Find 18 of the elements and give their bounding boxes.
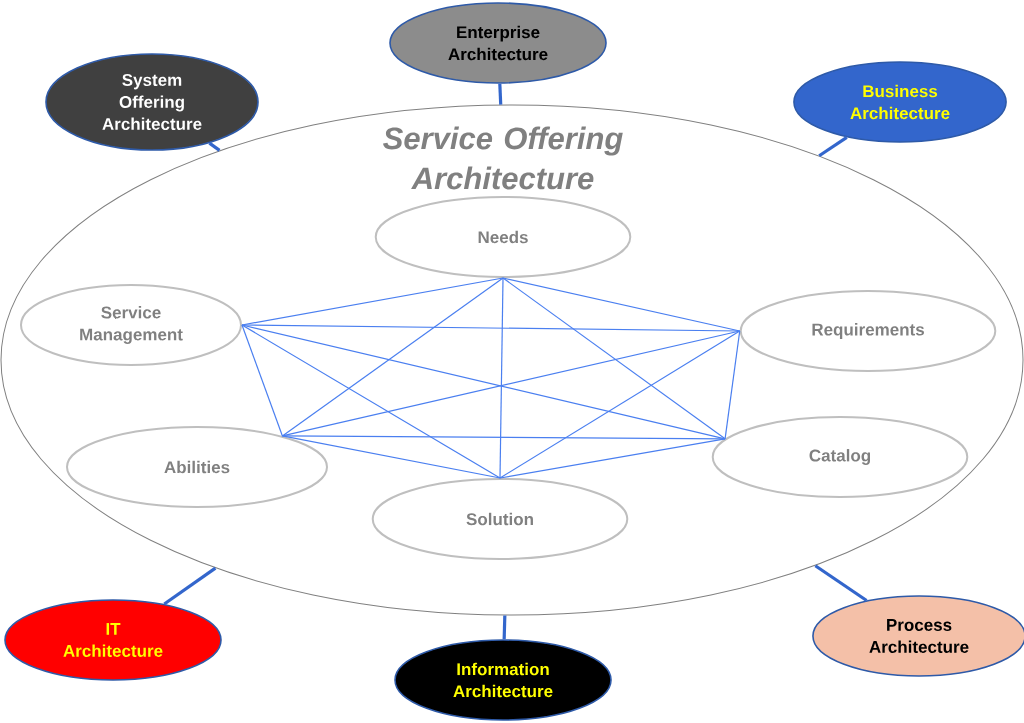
connector-line	[281, 435, 726, 440]
connector-line	[818, 136, 848, 158]
connector-line	[814, 564, 868, 602]
connector-line	[724, 330, 741, 440]
connector-line	[241, 324, 501, 479]
connector-line	[241, 324, 283, 437]
connector-line	[241, 324, 741, 332]
connector-line	[281, 277, 504, 437]
connector-line	[208, 141, 221, 152]
connector-line	[499, 330, 741, 479]
connector-line	[498, 83, 503, 105]
connector-line	[502, 277, 726, 440]
connector-line	[502, 615, 507, 640]
connector-line	[499, 438, 726, 479]
connector-line	[281, 435, 501, 479]
title-text: Service Offering Architecture	[383, 126, 623, 190]
connector-line	[163, 566, 217, 606]
connector-line	[499, 277, 504, 479]
